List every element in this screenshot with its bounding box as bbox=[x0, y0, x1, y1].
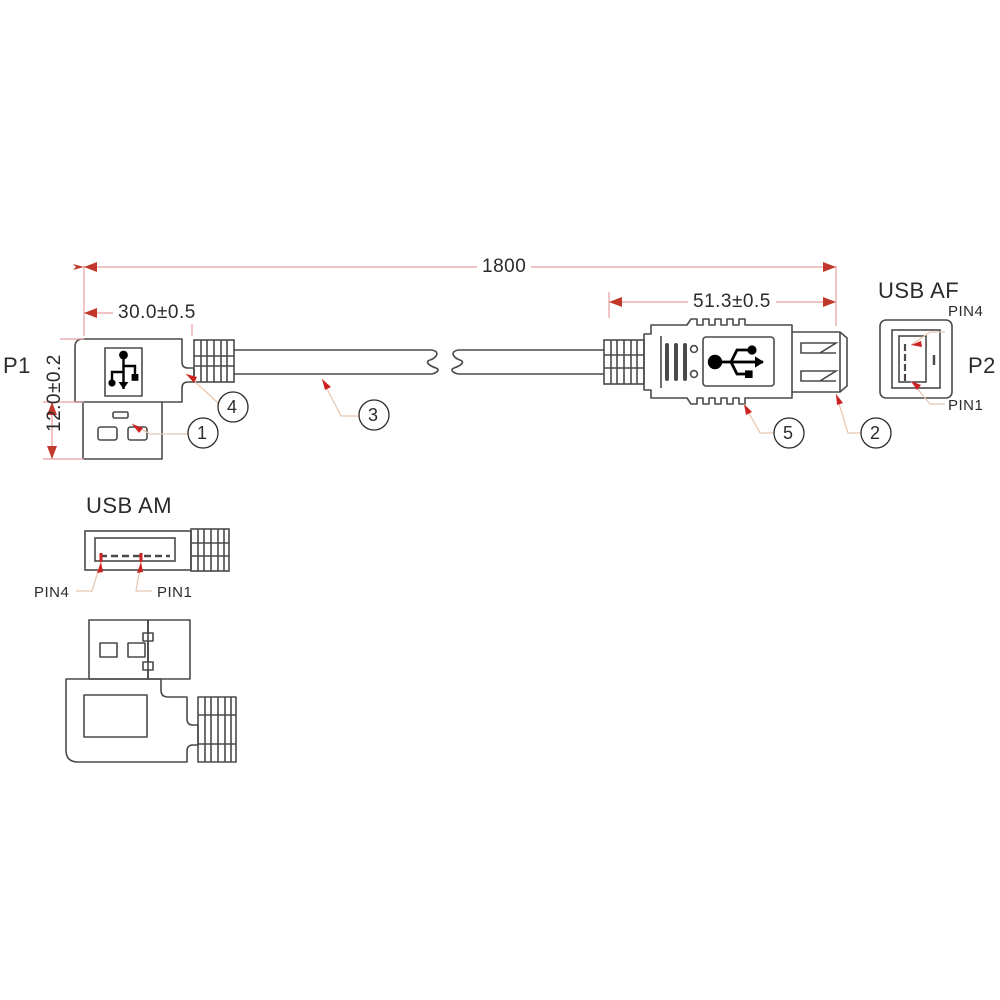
balloon-number-3: 3 bbox=[368, 405, 379, 425]
p2-strain-relief-boot bbox=[603, 339, 645, 385]
balloon-number-4: 4 bbox=[227, 397, 238, 417]
p1-right-angle-a-male-plug bbox=[74, 338, 195, 460]
cable-jacket bbox=[234, 349, 604, 375]
p1-strain-relief-boot bbox=[193, 339, 235, 383]
balloon-number-5: 5 bbox=[783, 423, 794, 443]
label-usb-am: USB AM bbox=[86, 493, 173, 518]
dimension-text-p1-height: 12.0±0.2 bbox=[44, 354, 65, 432]
pin-label-am-pin4: PIN4 bbox=[34, 584, 70, 601]
pin-label-af-pin1: PIN1 bbox=[948, 397, 984, 414]
item-balloons bbox=[187, 391, 892, 449]
label-p1: P1 bbox=[3, 353, 31, 378]
am-pin-markers bbox=[99, 553, 143, 562]
am-plan-view bbox=[65, 619, 237, 763]
p1-usb-trident-logo bbox=[108, 350, 139, 389]
p2-overmold-body bbox=[643, 318, 793, 405]
label-usb-af: USB AF bbox=[878, 278, 960, 303]
label-p2: P2 bbox=[968, 353, 996, 378]
p2-receptacle-mouth bbox=[792, 331, 848, 393]
dimension-text-p1-length: 30.0±0.5 bbox=[113, 302, 201, 324]
balloon-number-1: 1 bbox=[197, 423, 208, 443]
am-top-view bbox=[84, 528, 230, 572]
p2-usb-trident-logo bbox=[707, 345, 764, 378]
usb-am-detail-view bbox=[65, 528, 237, 763]
dimension-text-p2-length: 51.3±0.5 bbox=[688, 291, 776, 313]
main-assembly-view bbox=[43, 262, 892, 460]
usb-af-front-view bbox=[879, 319, 953, 405]
dimension-p1-height bbox=[47, 402, 57, 459]
pin-label-am-pin1: PIN1 bbox=[157, 584, 193, 601]
dimension-overall-1800 bbox=[73, 262, 836, 272]
balloon-number-2: 2 bbox=[870, 423, 881, 443]
item-leaders bbox=[131, 373, 861, 435]
dimension-text-overall: 1800 bbox=[477, 256, 532, 278]
pin-label-af-pin4: PIN4 bbox=[948, 303, 984, 320]
